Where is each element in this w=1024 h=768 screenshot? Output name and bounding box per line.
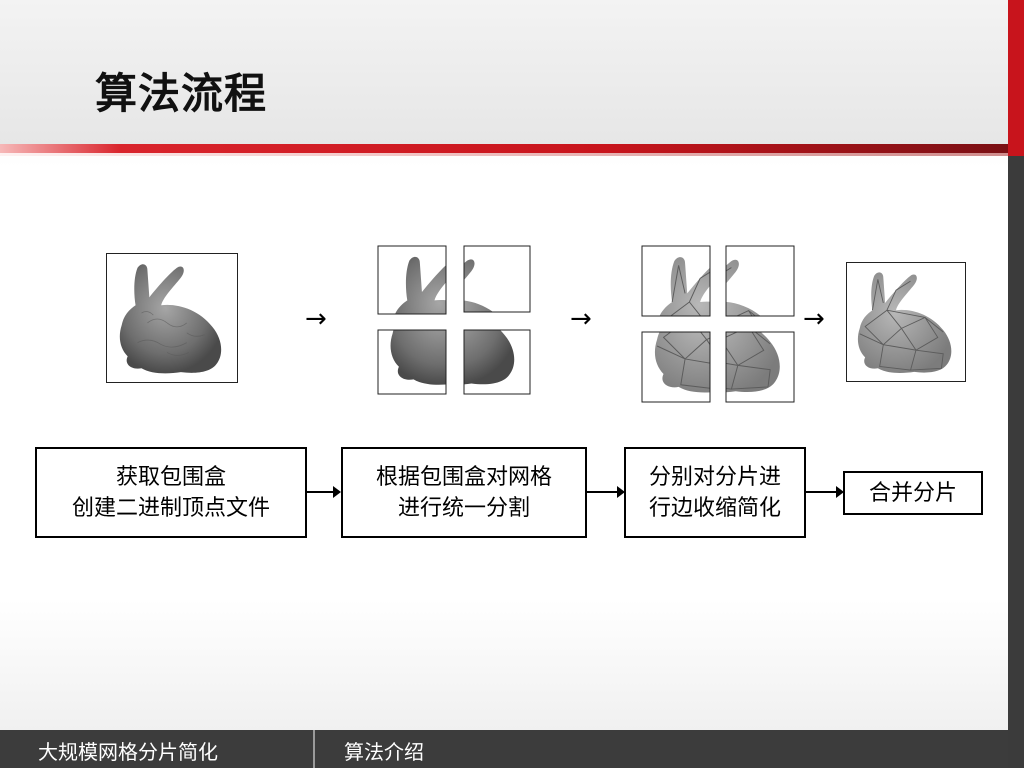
original-bunny-image xyxy=(106,253,238,383)
simplified-bunny-image xyxy=(640,244,796,404)
merged-bunny-image xyxy=(846,262,966,382)
step-4-line-1: 合并分片 xyxy=(868,480,957,506)
step-1-line-1: 获取包围盒 xyxy=(115,464,226,490)
flow-arrow-1: → xyxy=(305,304,327,334)
header-band xyxy=(0,0,1008,148)
accent-line-shadow xyxy=(0,153,1008,156)
footer-divider xyxy=(313,730,315,768)
step-arrow-3 xyxy=(806,486,844,498)
accent-line xyxy=(0,144,1008,153)
footer-course-title: 大规模网格分片简化 xyxy=(38,740,218,764)
step-1-line-2: 创建二进制顶点文件 xyxy=(71,495,270,521)
footer-section-title: 算法介绍 xyxy=(344,740,424,764)
footer-bar: 大规模网格分片简化 算法介绍 xyxy=(0,730,1008,768)
step-arrow-1 xyxy=(307,486,341,498)
step-edge-collapse: 分别对分片进 行边收缩简化 xyxy=(624,447,806,538)
split-bunny-image xyxy=(376,244,532,396)
step-arrow-2 xyxy=(587,486,625,498)
slide-title: 算法流程 xyxy=(95,69,268,118)
step-2-line-2: 进行统一分割 xyxy=(397,495,530,521)
flow-arrow-2: → xyxy=(570,304,592,334)
step-3-line-2: 行边收缩简化 xyxy=(648,495,781,521)
right-dark-bar xyxy=(1008,156,1024,768)
step-merge: 合并分片 xyxy=(843,471,983,515)
flow-arrow-3: → xyxy=(803,304,825,334)
step-uniform-split: 根据包围盒对网格 进行统一分割 xyxy=(341,447,587,538)
step-3-line-1: 分别对分片进 xyxy=(648,464,781,490)
step-2-line-1: 根据包围盒对网格 xyxy=(375,464,552,490)
step-bounding-box: 获取包围盒 创建二进制顶点文件 xyxy=(35,447,307,538)
